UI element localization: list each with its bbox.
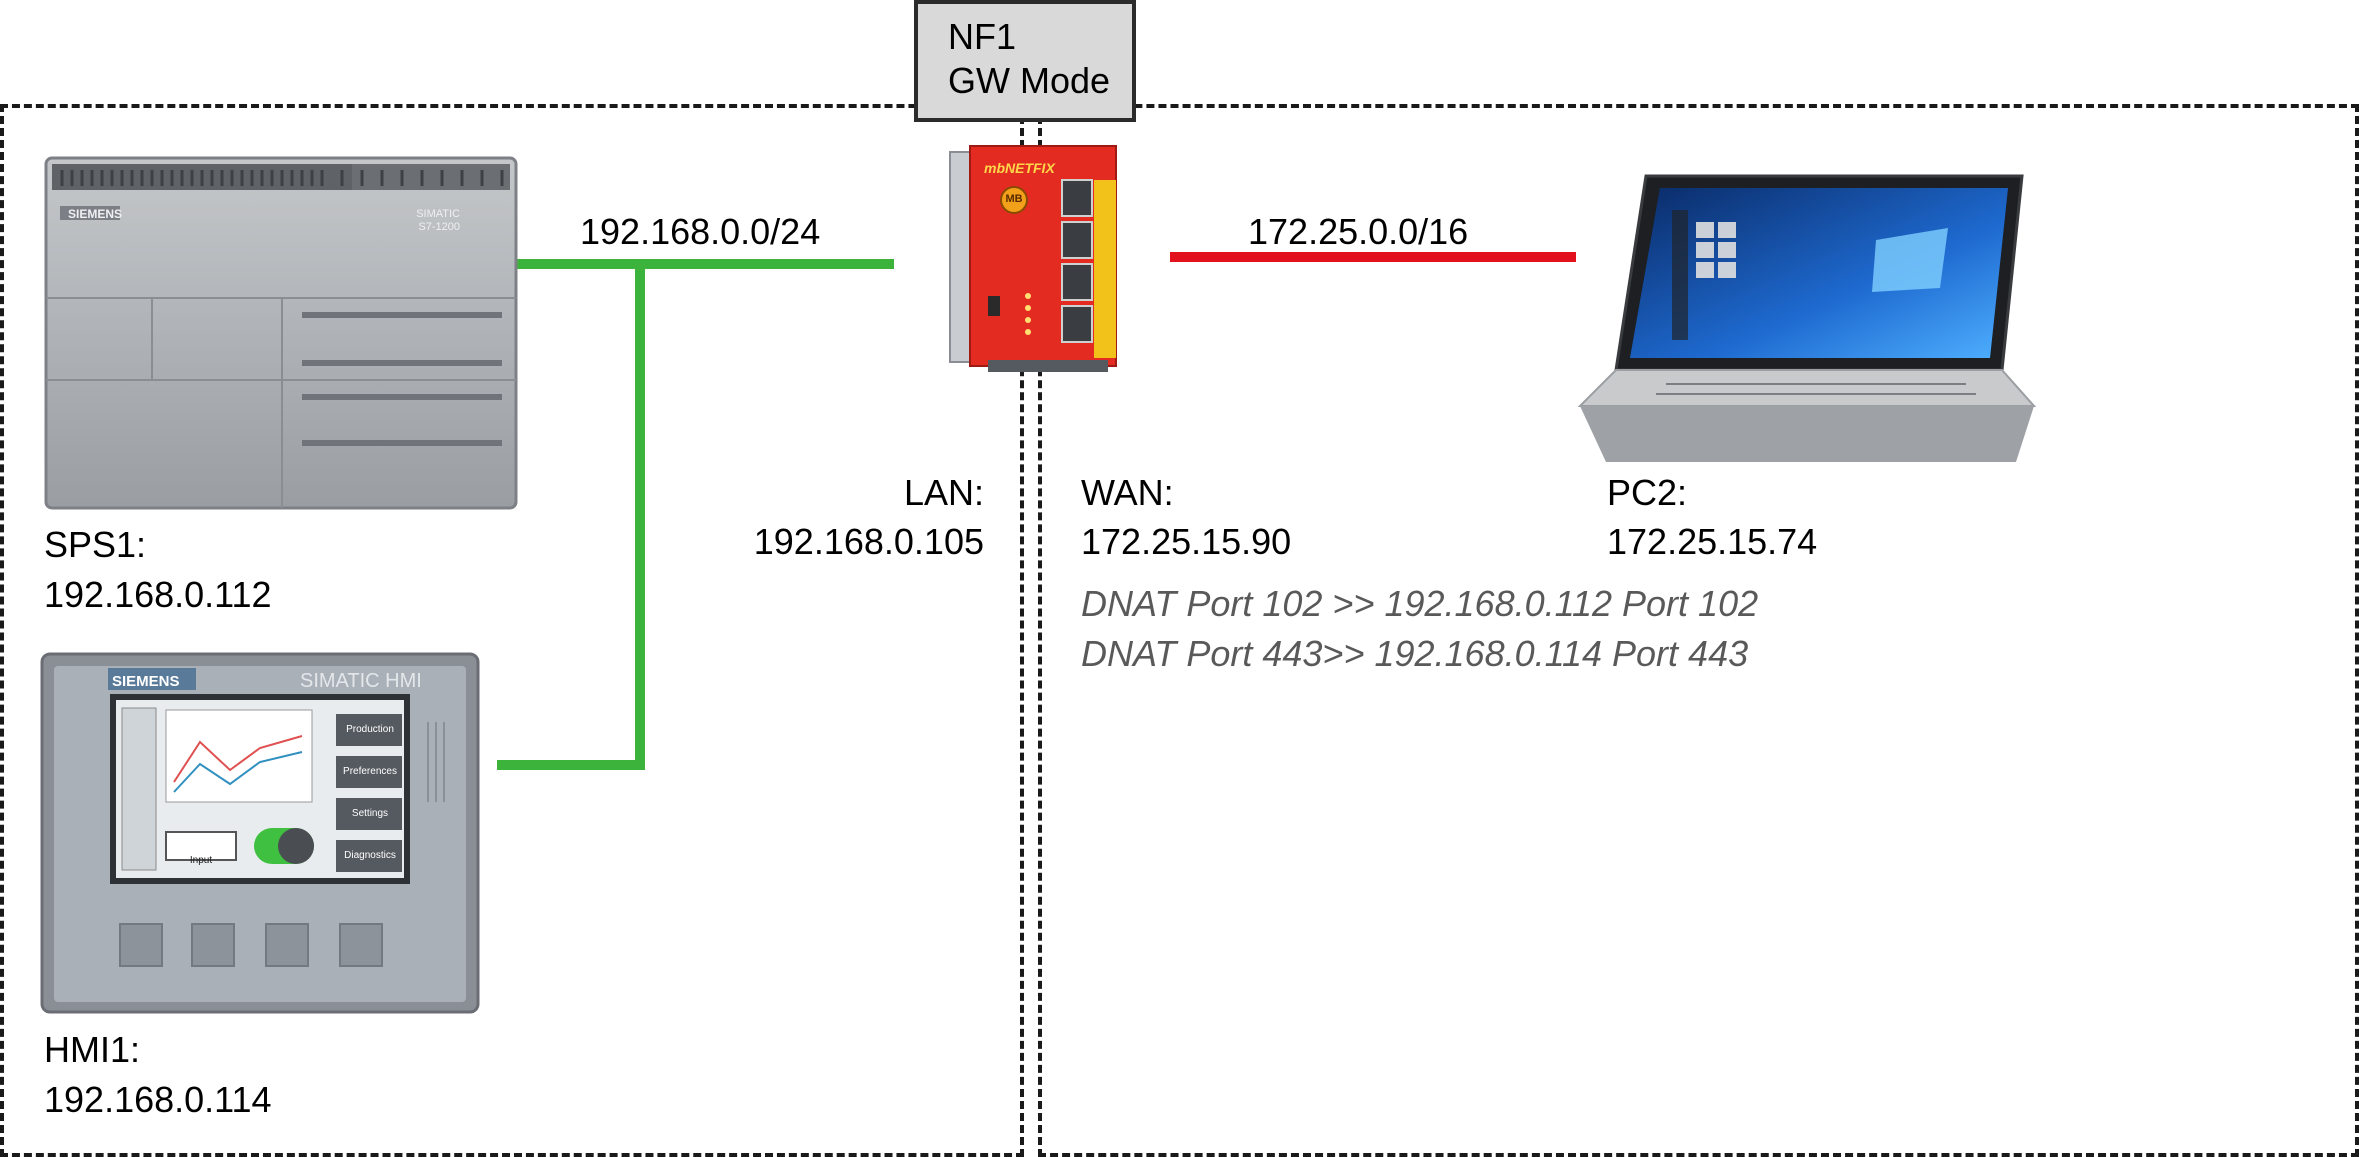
lan-line-hmi [497, 760, 645, 770]
gateway-mode: GW Mode [948, 60, 1111, 101]
laptop-device-image [1577, 174, 2037, 462]
lan-interface-ip: 192.168.0.105 [753, 521, 984, 562]
dnat-rule: DNAT Port 102 >> 192.168.0.112 Port 102 [1081, 583, 1759, 624]
lan-interface-label: LAN: [903, 472, 984, 513]
plc-device-image [44, 156, 518, 510]
lan-network-label: 192.168.0.0/24 [580, 211, 821, 252]
sps1-ip: 192.168.0.112 [44, 574, 272, 615]
hmi-input-label: Input [189, 855, 213, 866]
wan-zone-boundary [1038, 104, 2359, 1157]
lan-line-vertical [635, 259, 645, 770]
lan-line-horizontal [497, 259, 894, 269]
router-badge: MB [1005, 193, 1023, 205]
sps1-model-label: SIMATIC S7-1200 [416, 208, 460, 233]
router-brand-label: mbNETFIX [984, 160, 1055, 176]
wan-network-label: 172.25.0.0/16 [1248, 211, 1469, 252]
hmi-button-production: Production [346, 724, 394, 735]
dnat-rule: DNAT Port 443>> 192.168.0.114 Port 443 [1081, 633, 1749, 674]
router-device-image [949, 145, 1117, 372]
wan-interface-ip: 172.25.15.90 [1081, 521, 1292, 562]
wan-line [1170, 252, 1576, 262]
pc2-label: PC2: [1607, 472, 1688, 513]
hmi1-label: HMI1: [44, 1029, 141, 1070]
hmi1-ip: 192.168.0.114 [44, 1079, 272, 1120]
gateway-title: NF1 [948, 16, 1017, 57]
pc2-ip: 172.25.15.74 [1607, 521, 1818, 562]
hmi-button-preferences: Preferences [343, 766, 397, 777]
gateway-label-box: NF1 GW Mode [914, 0, 1136, 122]
hmi-brand-label: SIEMENS [112, 673, 180, 690]
hmi-model-label: SIMATIC HMI [300, 670, 422, 692]
sps1-brand-label: SIEMENS [68, 207, 123, 221]
hmi-panel-image [40, 652, 480, 1014]
wan-interface-label: WAN: [1081, 472, 1174, 513]
sps1-label: SPS1: [44, 524, 147, 565]
lan-zone-boundary [0, 104, 1024, 1157]
hmi-button-settings: Settings [351, 808, 389, 819]
hmi-button-diagnostics: Diagnostics [344, 850, 396, 861]
